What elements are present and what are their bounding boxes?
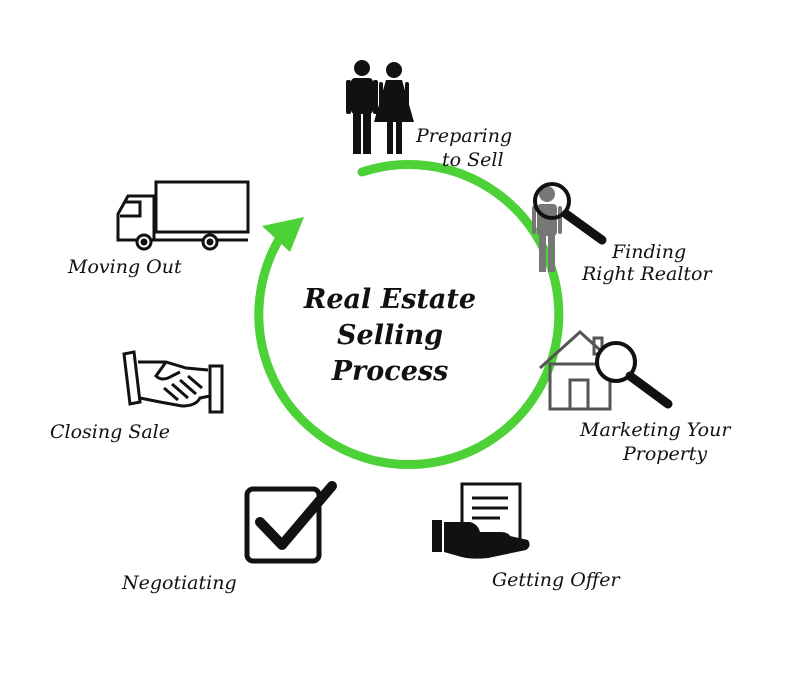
step-preparing-to-sell: Preparing to Sell [346, 60, 512, 171]
step-marketing-your-property: Marketing Your Property [538, 329, 732, 465]
step-closing-sale: Closing Sale [50, 350, 224, 443]
step-label-line-2: to Sell [442, 149, 504, 171]
cycle-arrow-head [262, 217, 304, 252]
couple-icon [346, 60, 414, 154]
step-label-line-1: Negotiating [121, 572, 237, 594]
hand-document-icon [432, 482, 530, 559]
checkbox-icon [244, 481, 337, 564]
title-line-1: Real Estate [303, 284, 476, 315]
diagram-title: Real Estate Selling Process [303, 284, 476, 387]
person-magnifier-icon [532, 182, 607, 272]
handshake-icon [122, 350, 224, 414]
step-label-line-1: Finding [611, 241, 686, 263]
step-label-line-1: Moving Out [67, 256, 182, 278]
step-label-line-2: Property [622, 443, 707, 465]
title-line-2: Selling [337, 320, 443, 351]
cycle-arrow [254, 160, 564, 469]
step-label-line-2: Right Realtor [581, 263, 713, 285]
step-label-line-1: Preparing [415, 125, 512, 147]
house-magnifier-icon [538, 329, 673, 411]
cycle-arrow-arc [254, 160, 564, 469]
step-getting-offer: Getting Offer [432, 482, 621, 591]
step-label-line-1: Marketing Your [579, 419, 732, 441]
step-finding-right-realtor: Finding Right Realtor [532, 182, 713, 285]
step-moving-out: Moving Out [67, 180, 250, 278]
title-line-3: Process [331, 356, 449, 387]
step-label-line-1: Closing Sale [50, 421, 170, 443]
truck-icon [116, 180, 250, 251]
step-label-line-1: Getting Offer [492, 569, 621, 591]
step-negotiating: Negotiating [121, 481, 337, 594]
